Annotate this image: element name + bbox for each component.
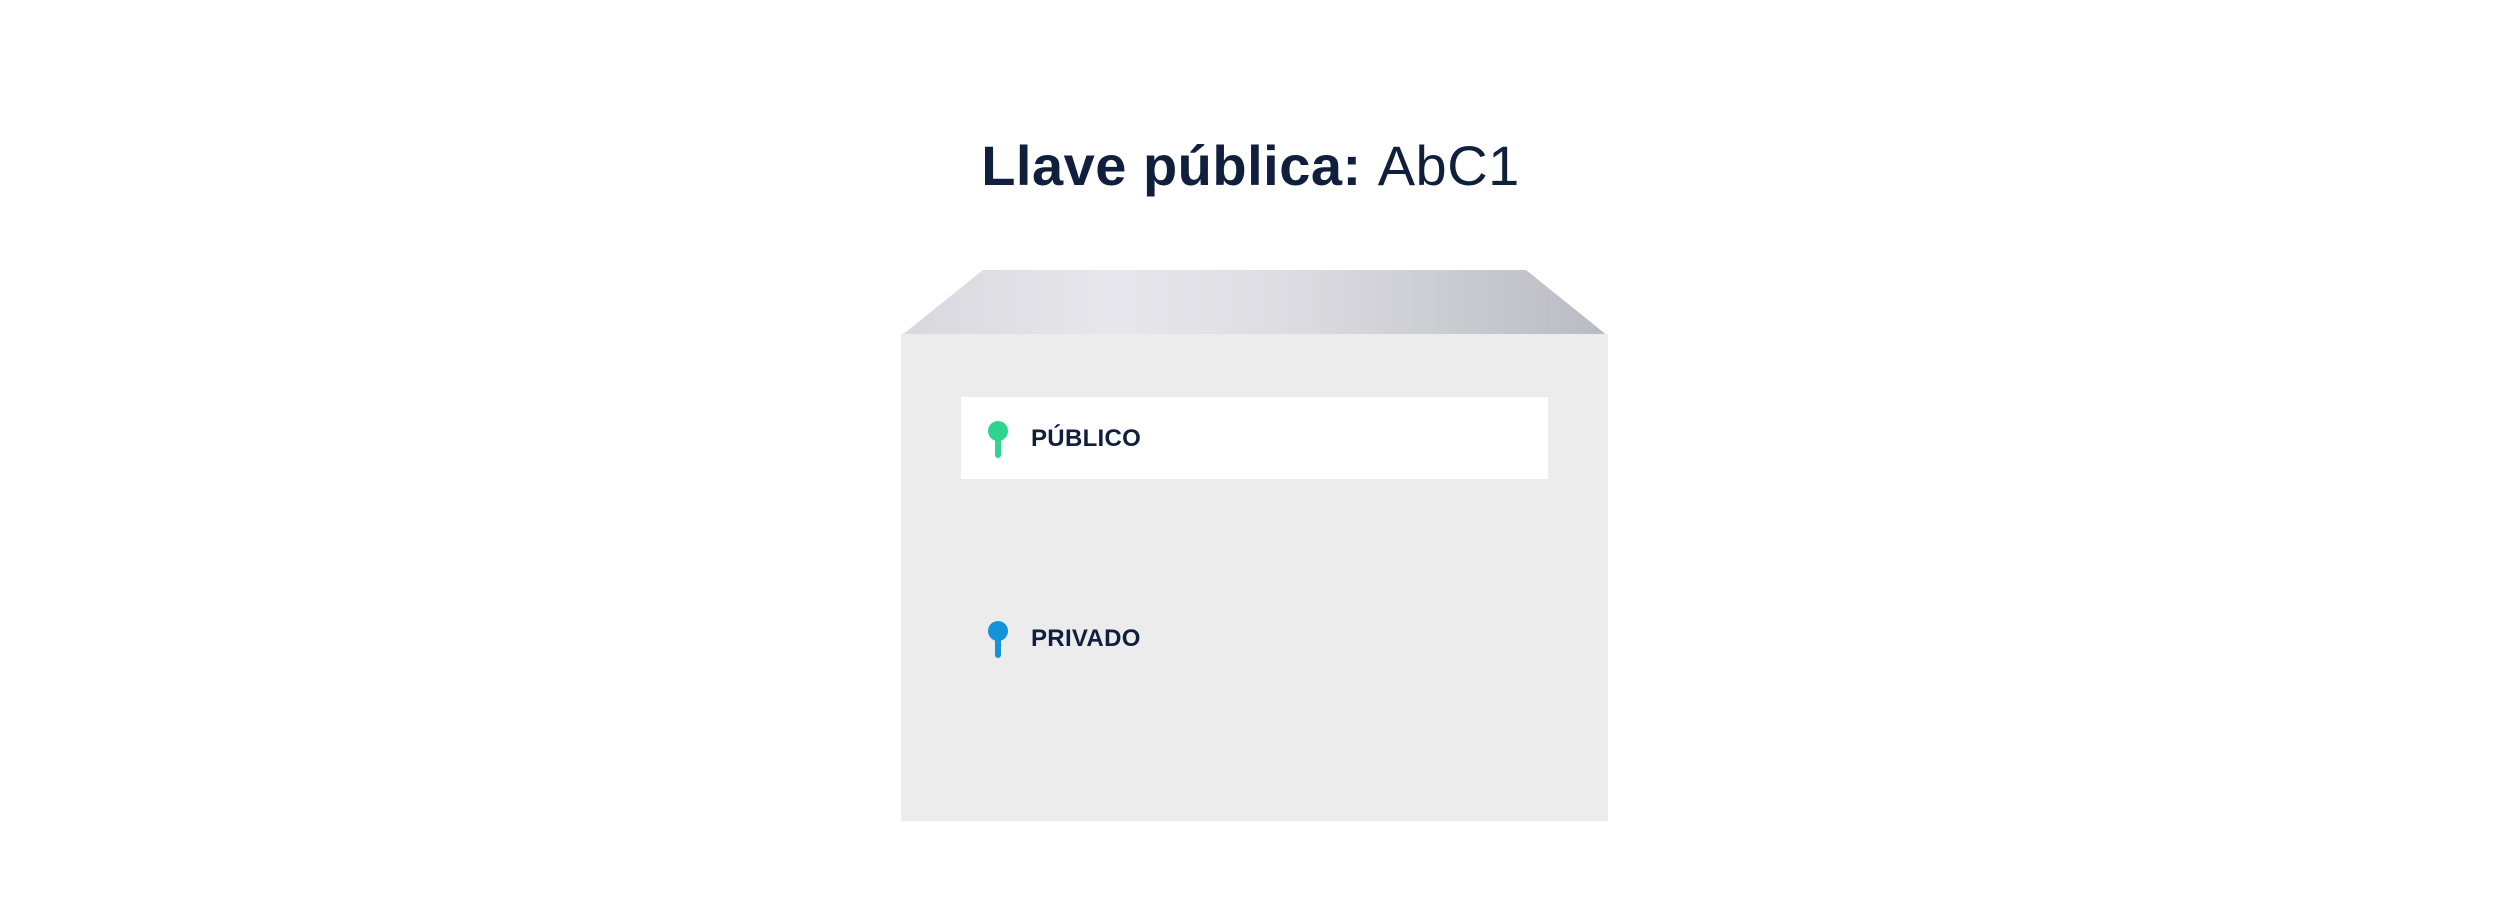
green-key-icon	[987, 421, 1009, 458]
public-slot: PÚBLICO	[961, 397, 1548, 479]
private-label: PRIVADO	[1031, 625, 1141, 652]
public-label: PÚBLICO	[1031, 425, 1142, 452]
title-label: Llave pública:	[981, 133, 1362, 197]
page-title: Llave pública: AbC1	[0, 130, 2501, 202]
private-slot: PRIVADO	[961, 597, 1548, 679]
box-lid	[901, 270, 1608, 336]
blue-key-icon	[987, 621, 1009, 658]
public-key-value: AbC1	[1377, 133, 1520, 197]
